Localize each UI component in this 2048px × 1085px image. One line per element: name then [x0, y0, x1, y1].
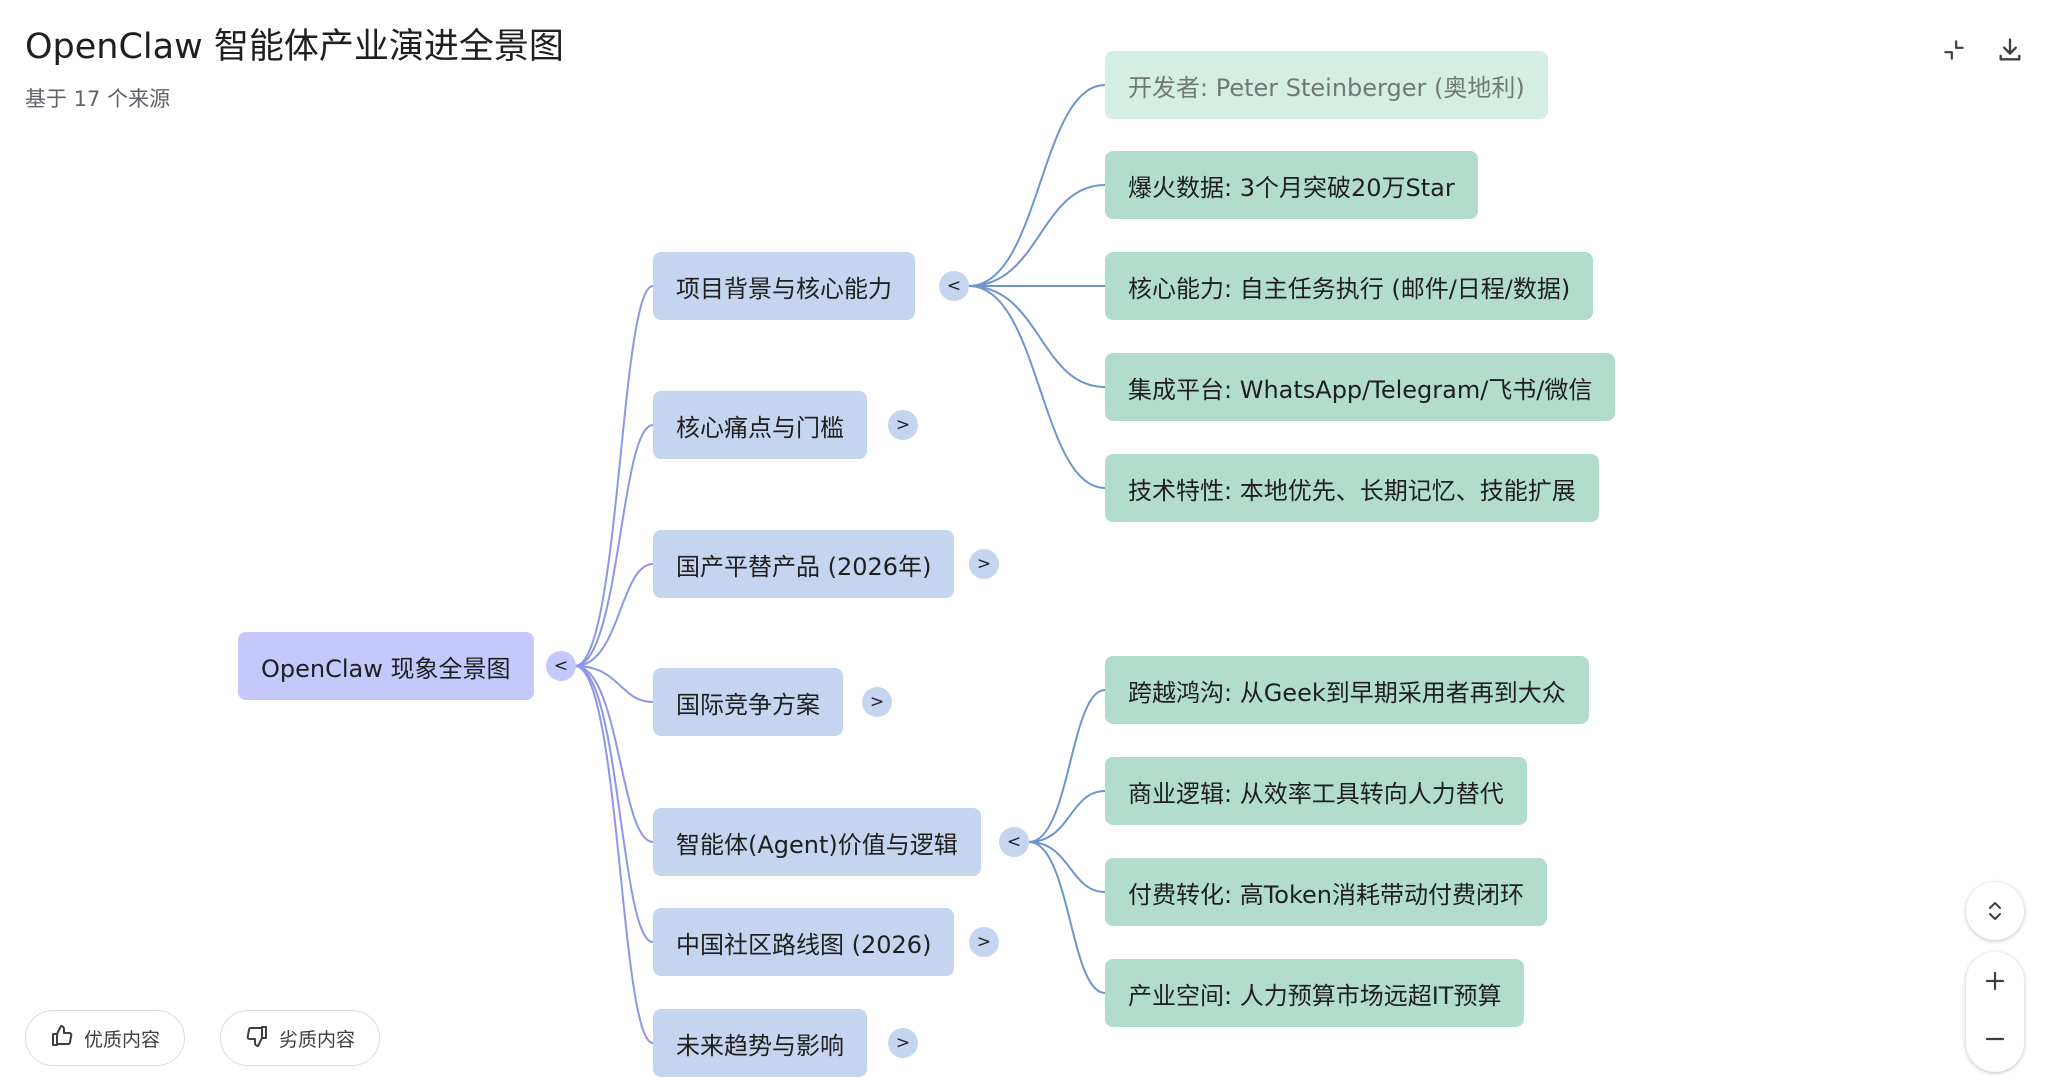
page-title: OpenClaw 智能体产业演进全景图	[25, 27, 564, 67]
leaf-node[interactable]: 集成平台: WhatsApp/Telegram/飞书/微信	[1105, 353, 1616, 421]
zoom-out-icon[interactable]	[1966, 1010, 2024, 1068]
thumbs-down-icon	[245, 1024, 269, 1053]
root-node[interactable]: OpenClaw 现象全景图	[238, 632, 534, 700]
root-node-label: OpenClaw 现象全景图	[261, 654, 511, 683]
leaf-node[interactable]: 商业逻辑: 从效率工具转向人力替代	[1105, 757, 1527, 825]
branch-node-label: 智能体(Agent)价值与逻辑	[676, 830, 958, 859]
branch-expand-toggle[interactable]: >	[969, 927, 999, 957]
branch-expand-toggle[interactable]: >	[888, 1028, 918, 1058]
good-content-button[interactable]: 优质内容	[25, 1010, 186, 1066]
sources-count: 基于 17 个来源	[25, 87, 171, 111]
leaf-node-label: 开发者: Peter Steinberger (奥地利)	[1128, 73, 1525, 102]
leaf-node[interactable]: 跨越鸿沟: 从Geek到早期采用者再到大众	[1105, 656, 1589, 724]
expand-collapse-control	[1966, 882, 2024, 940]
branch-expand-toggle[interactable]: >	[888, 410, 918, 440]
branch-node[interactable]: 核心痛点与门槛	[653, 391, 867, 459]
leaf-node[interactable]: 开发者: Peter Steinberger (奥地利)	[1105, 51, 1548, 119]
branch-expand-toggle[interactable]: >	[969, 549, 999, 579]
branch-node-label: 国产平替产品 (2026年)	[676, 552, 932, 581]
branch-collapse-toggle[interactable]: <	[939, 271, 969, 301]
leaf-node-label: 跨越鸿沟: 从Geek到早期采用者再到大众	[1128, 678, 1566, 707]
branch-expand-toggle[interactable]: >	[862, 687, 892, 717]
root-collapse-toggle[interactable]: <	[546, 651, 576, 681]
leaf-node-label: 商业逻辑: 从效率工具转向人力替代	[1128, 779, 1504, 808]
leaf-node-label: 核心能力: 自主任务执行 (邮件/日程/数据)	[1128, 274, 1571, 303]
collapse-icon[interactable]	[1934, 30, 1974, 70]
leaf-node-label: 付费转化: 高Token消耗带动付费闭环	[1128, 880, 1524, 909]
bad-content-button[interactable]: 劣质内容	[220, 1010, 381, 1066]
branch-node[interactable]: 中国社区路线图 (2026)	[653, 908, 955, 976]
leaf-node[interactable]: 产业空间: 人力预算市场远超IT预算	[1105, 959, 1525, 1027]
leaf-node-label: 爆火数据: 3个月突破20万Star	[1128, 173, 1455, 202]
branch-node[interactable]: 国产平替产品 (2026年)	[653, 530, 955, 598]
thumbs-up-icon	[50, 1024, 74, 1053]
branch-node[interactable]: 项目背景与核心能力	[653, 252, 915, 320]
branch-node-label: 国际竞争方案	[676, 690, 820, 719]
leaf-node[interactable]: 技术特性: 本地优先、长期记忆、技能扩展	[1105, 454, 1599, 522]
leaf-node[interactable]: 付费转化: 高Token消耗带动付费闭环	[1105, 858, 1547, 926]
leaf-node-label: 集成平台: WhatsApp/Telegram/飞书/微信	[1128, 375, 1593, 404]
bad-content-label: 劣质内容	[279, 1028, 356, 1051]
download-icon[interactable]	[1990, 30, 2030, 70]
branch-node-label: 项目背景与核心能力	[676, 274, 892, 303]
branch-node[interactable]: 未来趋势与影响	[653, 1009, 867, 1077]
branch-node-label: 核心痛点与门槛	[676, 413, 844, 442]
branch-node[interactable]: 国际竞争方案	[653, 668, 843, 736]
leaf-node-label: 产业空间: 人力预算市场远超IT预算	[1128, 981, 1502, 1010]
leaf-node[interactable]: 核心能力: 自主任务执行 (邮件/日程/数据)	[1105, 252, 1594, 320]
good-content-label: 优质内容	[84, 1028, 161, 1051]
branch-node[interactable]: 智能体(Agent)价值与逻辑	[653, 808, 981, 876]
expand-collapse-icon[interactable]	[1966, 882, 2024, 940]
leaf-node[interactable]: 爆火数据: 3个月突破20万Star	[1105, 151, 1478, 219]
zoom-in-icon[interactable]	[1966, 952, 2024, 1010]
branch-node-label: 未来趋势与影响	[676, 1031, 844, 1060]
branch-node-label: 中国社区路线图 (2026)	[676, 930, 932, 959]
zoom-controls	[1966, 952, 2024, 1072]
branch-collapse-toggle[interactable]: <	[999, 827, 1029, 857]
leaf-node-label: 技术特性: 本地优先、长期记忆、技能扩展	[1128, 476, 1576, 505]
